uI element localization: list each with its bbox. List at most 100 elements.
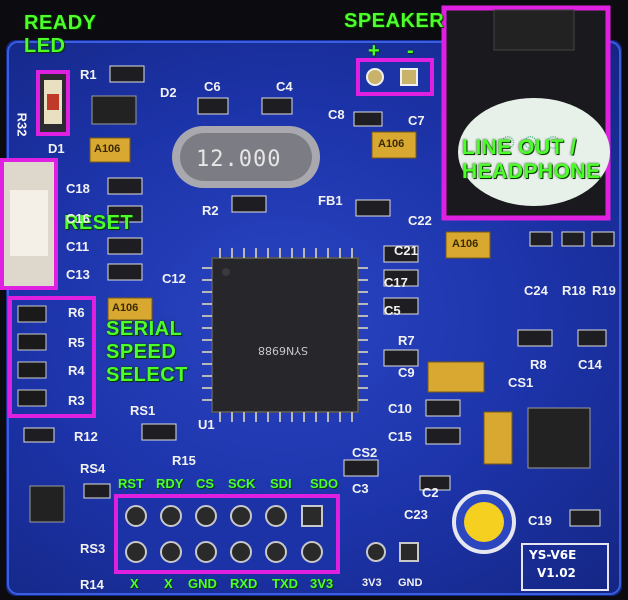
- r6-part: [17, 305, 47, 323]
- silk-r6: R6: [68, 305, 85, 320]
- silk-c7: C7: [408, 113, 425, 128]
- tant-marking-1: A106: [94, 143, 121, 155]
- silk-cs2: CS2: [352, 445, 378, 460]
- hdr-sdo: SDO: [310, 476, 339, 491]
- tant-cap-2: [371, 131, 417, 159]
- chip-pins: [202, 248, 368, 422]
- silk-d2: D2: [160, 85, 177, 100]
- silk-r5: R5: [68, 335, 85, 350]
- pwr-gnd: GND: [398, 577, 423, 589]
- speaker-minus-label: -: [407, 40, 415, 62]
- tant-cap-5: [483, 411, 513, 465]
- ready-led-label: READY LED: [24, 12, 97, 57]
- silk-c14: C14: [578, 357, 602, 372]
- silk-u1: U1: [198, 417, 215, 432]
- main-chip: [211, 257, 359, 413]
- power-pins: [366, 542, 419, 562]
- hdr-txd: TXD: [272, 576, 298, 591]
- silk-r12: R12: [74, 429, 98, 444]
- speaker-frame: [356, 58, 434, 96]
- silk-c5: C5: [384, 303, 401, 318]
- jack-sticker-text: ◌ ◌ ◌: [500, 126, 561, 156]
- silk-r1: R1: [80, 67, 97, 82]
- r5-part: [17, 333, 47, 351]
- r3-part: [17, 389, 47, 407]
- transistor-d2: [91, 95, 137, 125]
- silk-c9: C9: [398, 365, 415, 380]
- hdr-x1: X: [130, 576, 139, 591]
- hdr-x2: X: [164, 576, 173, 591]
- line-out-label: LINE OUT / HEADPHONE: [462, 136, 601, 184]
- silk-r19: R19: [592, 283, 616, 298]
- serial-frame: [8, 296, 96, 418]
- tant-cap-6: [107, 297, 153, 321]
- board-version: V1.02: [537, 566, 576, 580]
- speaker-label: SPEAKER: [344, 10, 445, 32]
- silk-c21: C21: [394, 243, 418, 258]
- led-lens: [47, 94, 59, 110]
- silk-r2: R2: [202, 203, 219, 218]
- silk-c18: C18: [66, 181, 90, 196]
- jack-barrel: [493, 9, 575, 51]
- silk-r8: R8: [530, 357, 547, 372]
- silk-c16: C16: [66, 211, 90, 226]
- tant-cap-1: [89, 137, 131, 163]
- hdr-sck: SCK: [228, 476, 256, 491]
- silk-c15: C15: [388, 429, 412, 444]
- crystal-marking: 12.000: [196, 147, 282, 172]
- tant-marking-4: A106: [112, 302, 139, 314]
- silk-r7: R7: [398, 333, 415, 348]
- silk-r4: R4: [68, 363, 85, 378]
- hdr-sdi: SDI: [270, 476, 292, 491]
- mount-hole-center: [464, 502, 504, 542]
- speaker-pad-plus: [366, 68, 384, 86]
- silk-r3: R3: [68, 393, 85, 408]
- regulator: [29, 485, 65, 523]
- silk-r18: R18: [562, 283, 586, 298]
- silk-c11: C11: [66, 239, 90, 254]
- r4-part: [17, 361, 47, 379]
- hdr-gnd: GND: [188, 576, 217, 591]
- reset-button: [10, 190, 48, 256]
- hdr-rdy: RDY: [156, 476, 184, 491]
- silk-c8: C8: [328, 107, 345, 122]
- silk-c10: C10: [388, 401, 412, 416]
- serial-speed-label: SERIAL SPEED SELECT: [106, 318, 188, 386]
- silk-c22: C22: [408, 213, 432, 228]
- jack-sticker: [458, 98, 610, 206]
- silk-rs3: RS3: [80, 541, 106, 556]
- hdr-cs: CS: [196, 476, 215, 491]
- chip-marking: SYN6988: [258, 344, 308, 357]
- silk-c12: C12: [162, 271, 186, 286]
- silk-d1: D1: [48, 141, 65, 156]
- header-pins: [125, 505, 323, 563]
- silk-c19: C19: [528, 513, 552, 528]
- silk-rs4: RS4: [80, 461, 106, 476]
- tant-marking-3: A106: [452, 238, 479, 250]
- tant-cap-3: [445, 231, 491, 259]
- silk-rs1: RS1: [130, 403, 156, 418]
- silk-c23: C23: [404, 507, 428, 522]
- silk-c24: C24: [524, 283, 548, 298]
- silk-fb1: FB1: [318, 193, 343, 208]
- passives: [23, 65, 615, 527]
- speaker-pad-minus: [400, 68, 418, 86]
- tant-cap-4: [427, 361, 485, 393]
- silk-c6: C6: [204, 79, 221, 94]
- board-name: YS-V6E: [529, 548, 577, 562]
- pwr-3v3: 3V3: [362, 577, 382, 589]
- silk-c13: C13: [66, 267, 90, 282]
- silk-r32: R32: [14, 112, 30, 137]
- silk-cs1: CS1: [508, 375, 534, 390]
- hdr-rxd: RXD: [230, 576, 258, 591]
- soic-chip: [527, 407, 591, 469]
- silk-r15: R15: [172, 453, 196, 468]
- silk-c17: C17: [384, 275, 408, 290]
- hdr-rst: RST: [118, 476, 144, 491]
- silk-c4: C4: [276, 79, 293, 94]
- version-box: [521, 543, 609, 591]
- speaker-plus-label: +: [368, 40, 381, 62]
- silk-c2: C2: [422, 485, 439, 500]
- crystal-inner: [180, 133, 312, 181]
